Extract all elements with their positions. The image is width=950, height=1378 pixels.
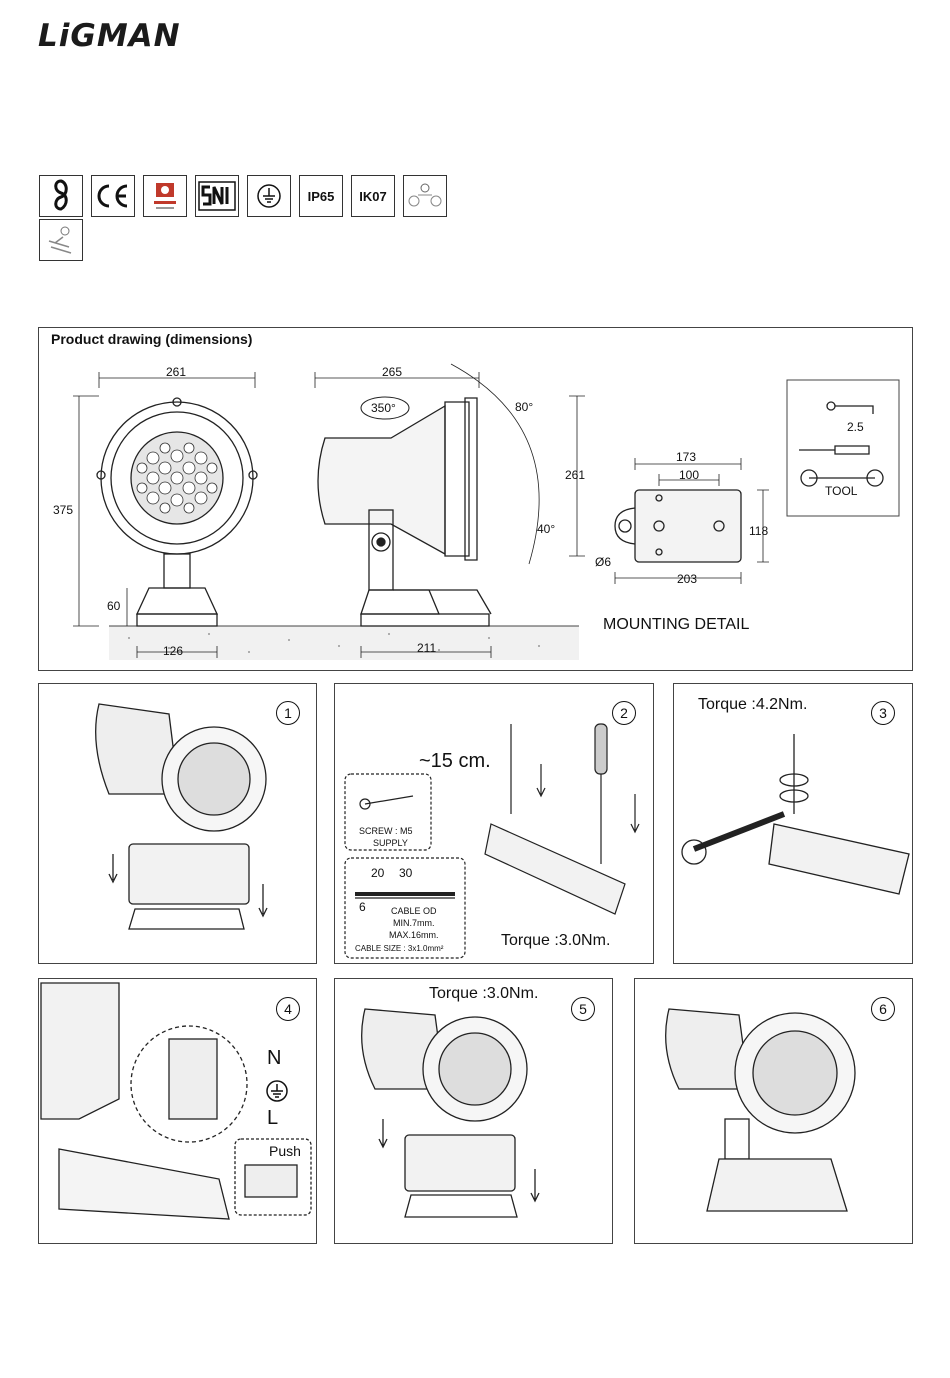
strip-20-dim: 20 bbox=[371, 866, 384, 880]
base-height-dim: 60 bbox=[107, 599, 120, 613]
mount-w3-dim: 203 bbox=[677, 572, 697, 586]
rotation-tilt-icon bbox=[403, 175, 447, 217]
product-drawing-panel: Product drawing (dimensions) 261 375 60 … bbox=[38, 327, 913, 671]
side-base-dim: 211 bbox=[417, 641, 436, 655]
step-5-torque: Torque :3.0Nm. bbox=[429, 985, 538, 1003]
step-1-panel: 1 bbox=[38, 683, 317, 964]
mount-h-dim: 118 bbox=[749, 524, 768, 538]
drawing-title: Product drawing (dimensions) bbox=[51, 331, 252, 347]
flammability-icon bbox=[39, 175, 83, 217]
ip65-badge: IP65 bbox=[299, 175, 343, 217]
mount-w1-dim: 173 bbox=[676, 450, 696, 464]
neutral-label: N bbox=[267, 1047, 281, 1070]
cable-length-label: ~15 cm. bbox=[419, 750, 491, 773]
tool-label: TOOL bbox=[825, 484, 857, 498]
brand-logo: LiGMAN bbox=[38, 18, 181, 54]
rotation-dim: 350° bbox=[371, 401, 396, 415]
step-1-number: 1 bbox=[276, 701, 300, 725]
line-label: L bbox=[267, 1107, 278, 1130]
step-6-number: 6 bbox=[871, 997, 895, 1021]
ce-mark-icon bbox=[91, 175, 135, 217]
step-6-panel: 6 bbox=[634, 978, 913, 1244]
adjustment-icon bbox=[39, 219, 83, 261]
strip-30-dim: 30 bbox=[399, 866, 412, 880]
step-2-torque: Torque :3.0Nm. bbox=[501, 932, 610, 950]
step-3-number: 3 bbox=[871, 701, 895, 725]
screw-label: SCREW : M5 bbox=[359, 826, 413, 836]
step-2-number: 2 bbox=[612, 701, 636, 725]
quality-seal-icon bbox=[143, 175, 187, 217]
mount-w2-dim: 100 bbox=[679, 468, 699, 482]
push-label: Push bbox=[269, 1143, 301, 1159]
ik07-badge: IK07 bbox=[351, 175, 395, 217]
front-height-dim: 375 bbox=[53, 503, 73, 517]
mounting-detail-label: MOUNTING DETAIL bbox=[603, 616, 749, 634]
earth-ground-icon bbox=[247, 175, 291, 217]
side-width-dim: 265 bbox=[382, 365, 402, 379]
sni-mark-icon bbox=[195, 175, 239, 217]
side-height-dim: 261 bbox=[565, 468, 585, 482]
step-4-panel: 4 N L Push bbox=[38, 978, 317, 1244]
cable-size-label: CABLE SIZE : 3x1.0mm² bbox=[355, 944, 443, 953]
step-5-panel: Torque :3.0Nm. 5 bbox=[334, 978, 613, 1244]
tilt-down-dim: 40° bbox=[537, 522, 555, 536]
step-4-number: 4 bbox=[276, 997, 300, 1021]
step-3-panel: Torque :4.2Nm. 3 bbox=[673, 683, 913, 964]
tilt-up-dim: 80° bbox=[515, 400, 533, 414]
cable-min-label: MIN.7mm. bbox=[393, 918, 435, 928]
base-width-dim: 126 bbox=[163, 644, 183, 658]
step-2-panel: 2 ~15 cm. SCREW : M5 SUPPLY 20 30 6 CABL… bbox=[334, 683, 654, 964]
supply-label: SUPPLY bbox=[373, 838, 408, 848]
step-3-torque: Torque :4.2Nm. bbox=[698, 696, 807, 714]
step-5-number: 5 bbox=[571, 997, 595, 1021]
strip-6-dim: 6 bbox=[359, 900, 366, 914]
tool-size-dim: 2.5 bbox=[847, 420, 864, 434]
mount-hole-dim: Ø6 bbox=[595, 555, 611, 569]
cable-od-label: CABLE OD bbox=[391, 906, 437, 916]
front-width-dim: 261 bbox=[166, 365, 186, 379]
cable-max-label: MAX.16mm. bbox=[389, 930, 439, 940]
